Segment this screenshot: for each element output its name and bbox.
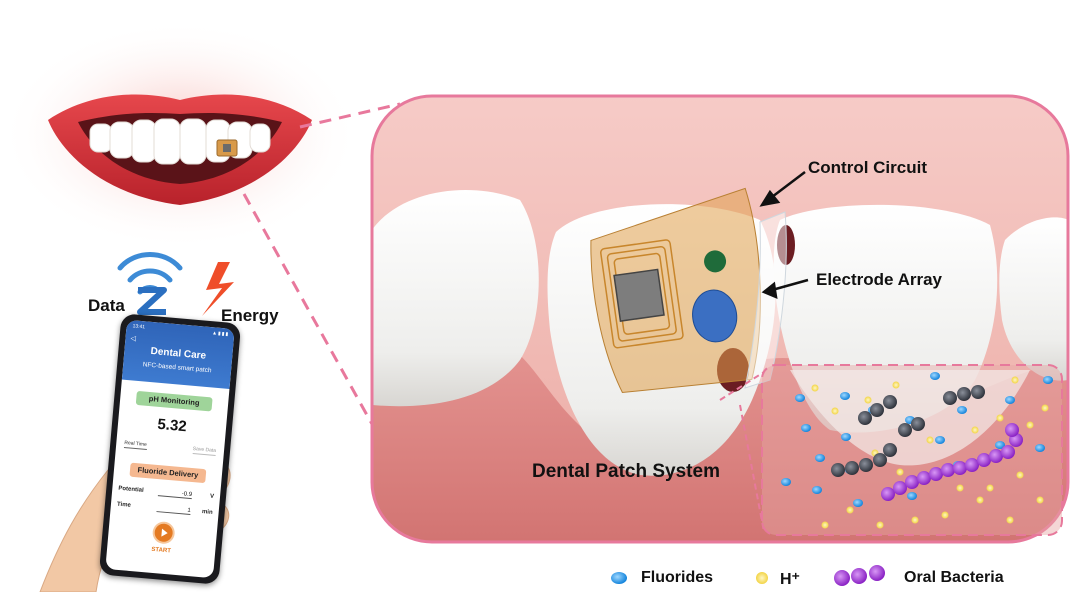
fluoride-particle: [1043, 376, 1053, 384]
proton-particle: [942, 512, 949, 519]
dark-bacterium: [870, 403, 884, 417]
fluoride-particle: [795, 394, 805, 402]
legend-fluorides-label: Fluorides: [641, 569, 713, 587]
time-input[interactable]: 1: [156, 505, 190, 515]
oral-bacterium: [1005, 423, 1019, 437]
dark-bacterium: [883, 443, 897, 457]
oral-bacterium: [1001, 445, 1015, 459]
proton-particle: [1012, 377, 1019, 384]
app-header: 13:41 ▲▮▮▮ ◁ Dental Care NFC-based smart…: [122, 320, 235, 389]
legend-fluoride-icon: [611, 572, 627, 584]
fluoride-particle: [801, 424, 811, 432]
dark-bacterium: [858, 411, 872, 425]
proton-particle: [847, 507, 854, 514]
oral-bacterium: [881, 487, 895, 501]
real-time-button[interactable]: Real Time: [124, 440, 147, 450]
proton-particle: [822, 522, 829, 529]
legend-bacteria-label: Oral Bacteria: [904, 569, 1004, 587]
proton-particle: [1042, 405, 1049, 412]
proton-particle: [877, 522, 884, 529]
oral-bacterium: [989, 449, 1003, 463]
proton-particle: [997, 415, 1004, 422]
proton-particle: [1007, 517, 1014, 524]
start-button[interactable]: [154, 523, 174, 543]
fluoride-particle: [1005, 396, 1015, 404]
smartphone: 13:41 ▲▮▮▮ ◁ Dental Care NFC-based smart…: [99, 313, 241, 584]
oral-bacterium: [929, 467, 943, 481]
legend-proton-label: H⁺: [780, 569, 800, 589]
fluoride-particle: [812, 486, 822, 494]
dark-bacterium: [845, 461, 859, 475]
dark-bacterium: [957, 387, 971, 401]
wifi-icon: [120, 255, 180, 293]
dark-bacterium: [943, 391, 957, 405]
proton-particle: [812, 385, 819, 392]
oral-bacterium: [965, 458, 979, 472]
ph-monitoring-button[interactable]: pH Monitoring: [136, 391, 213, 412]
oral-bacterium: [941, 463, 955, 477]
proton-particle: [865, 397, 872, 404]
control-circuit-label: Control Circuit: [808, 158, 927, 178]
proton-particle: [897, 469, 904, 476]
save-data-button[interactable]: Save Data: [192, 446, 216, 456]
time-label: Time: [117, 502, 131, 509]
proton-particle: [832, 408, 839, 415]
dark-bacterium: [883, 395, 897, 409]
fluoride-particle: [815, 454, 825, 462]
oral-bacterium: [977, 453, 991, 467]
potential-unit: V: [210, 494, 215, 500]
proton-particle: [1037, 497, 1044, 504]
proton-particle: [977, 497, 984, 504]
electrode-array-label: Electrode Array: [816, 270, 942, 290]
dark-bacterium: [859, 458, 873, 472]
dark-bacterium: [971, 385, 985, 399]
fluoride-particle: [840, 392, 850, 400]
status-signal-icon: ▲▮▮▮: [212, 330, 230, 337]
proton-particle: [912, 517, 919, 524]
fluoride-delivery-button[interactable]: Fluoride Delivery: [129, 463, 206, 484]
legend-proton-icon: [756, 572, 768, 584]
fluoride-particle: [930, 372, 940, 380]
dark-bacterium: [831, 463, 845, 477]
proton-particle: [893, 382, 900, 389]
legend-bacteria-icon: [834, 565, 885, 586]
oral-bacterium: [917, 471, 931, 485]
dark-bacterium: [873, 453, 887, 467]
fluoride-particle: [841, 433, 851, 441]
phone-screen: 13:41 ▲▮▮▮ ◁ Dental Care NFC-based smart…: [105, 320, 234, 578]
back-icon[interactable]: ◁: [130, 334, 136, 342]
potential-label: Potential: [118, 486, 144, 494]
dark-bacterium: [911, 417, 925, 431]
proton-particle: [1027, 422, 1034, 429]
proton-particle: [987, 485, 994, 492]
potential-input[interactable]: -0.9: [158, 489, 192, 499]
data-label: Data: [88, 296, 125, 316]
start-label: START: [107, 543, 215, 558]
fluoride-particle: [853, 499, 863, 507]
zoom-inset: [720, 365, 1062, 535]
fluoride-particle: [957, 406, 967, 414]
chip: [614, 269, 664, 321]
oral-bacterium: [905, 475, 919, 489]
fluoride-particle: [907, 492, 917, 500]
fluoride-particle: [935, 436, 945, 444]
oral-bacterium: [953, 461, 967, 475]
proton-particle: [972, 427, 979, 434]
ph-value: 5.32: [118, 412, 227, 438]
fluoride-particle: [781, 478, 791, 486]
fluoride-particle: [1035, 444, 1045, 452]
upper-teeth: [90, 119, 270, 164]
time-unit: min: [202, 509, 213, 516]
proton-particle: [1017, 472, 1024, 479]
proton-particle: [957, 485, 964, 492]
proton-particle: [927, 437, 934, 444]
dark-bacterium: [898, 423, 912, 437]
status-time: 13:41: [132, 323, 145, 330]
dental-patch-system-label: Dental Patch System: [532, 461, 720, 483]
oral-bacterium: [893, 481, 907, 495]
